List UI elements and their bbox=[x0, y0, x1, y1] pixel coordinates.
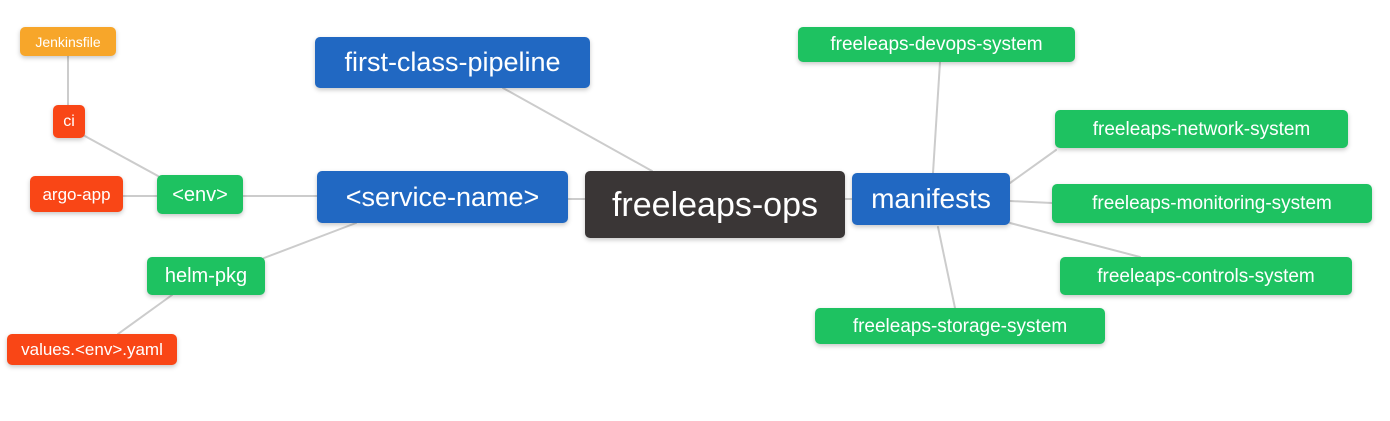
node-manifests[interactable]: manifests bbox=[852, 173, 1010, 225]
node-freeleaps-ops[interactable]: freeleaps-ops bbox=[585, 171, 845, 238]
node-label: values.<env>.yaml bbox=[21, 340, 163, 359]
node-label: freeleaps-ops bbox=[611, 185, 818, 224]
node-storage-system[interactable]: freeleaps-storage-system bbox=[815, 308, 1105, 344]
node-argo-app[interactable]: argo-app bbox=[30, 176, 123, 212]
node-helm-pkg[interactable]: helm-pkg bbox=[147, 257, 265, 295]
node-label: freeleaps-devops-system bbox=[830, 34, 1043, 55]
node-label: freeleaps-storage-system bbox=[852, 315, 1068, 337]
node-label: <env> bbox=[172, 183, 228, 206]
edge-manifests-devops-system bbox=[932, 61, 941, 174]
node-values-env-yaml[interactable]: values.<env>.yaml bbox=[7, 334, 177, 365]
node-label: freeleaps-network-system bbox=[1092, 118, 1311, 140]
edge-helm-pkg-values-env-yaml bbox=[117, 294, 173, 335]
node-label: Jenkinsfile bbox=[35, 33, 101, 50]
node-first-class-pipeline[interactable]: first-class-pipeline bbox=[315, 37, 590, 88]
node-monitoring-system[interactable]: freeleaps-monitoring-system bbox=[1052, 184, 1372, 223]
node-controls-system[interactable]: freeleaps-controls-system bbox=[1060, 257, 1352, 295]
edge-ci-env bbox=[82, 134, 159, 177]
edge-manifests-monitoring-system bbox=[1009, 200, 1053, 204]
node-devops-system[interactable]: freeleaps-devops-system bbox=[798, 27, 1075, 62]
node-label: argo-app bbox=[42, 184, 111, 204]
node-label: manifests bbox=[871, 183, 991, 214]
edge-manifests-controls-system bbox=[1009, 222, 1141, 258]
edge-service-name-helm-pkg bbox=[263, 222, 357, 259]
node-label: freeleaps-controls-system bbox=[1097, 265, 1315, 287]
node-env[interactable]: <env> bbox=[157, 175, 243, 214]
edge-manifests-storage-system bbox=[937, 226, 956, 309]
edge-manifests-network-system bbox=[1009, 149, 1057, 184]
node-label: first-class-pipeline bbox=[344, 47, 561, 77]
node-label: <service-name> bbox=[345, 181, 540, 212]
node-network-system[interactable]: freeleaps-network-system bbox=[1055, 110, 1348, 148]
node-label: freeleaps-monitoring-system bbox=[1092, 193, 1332, 214]
node-service-name[interactable]: <service-name> bbox=[317, 171, 568, 223]
node-label: ci bbox=[63, 112, 75, 130]
edge-first-class-pipeline-freeleaps-ops bbox=[502, 87, 653, 172]
node-jenkinsfile[interactable]: Jenkinsfile bbox=[20, 27, 116, 56]
node-ci[interactable]: ci bbox=[53, 105, 85, 138]
node-label: helm-pkg bbox=[164, 265, 248, 287]
